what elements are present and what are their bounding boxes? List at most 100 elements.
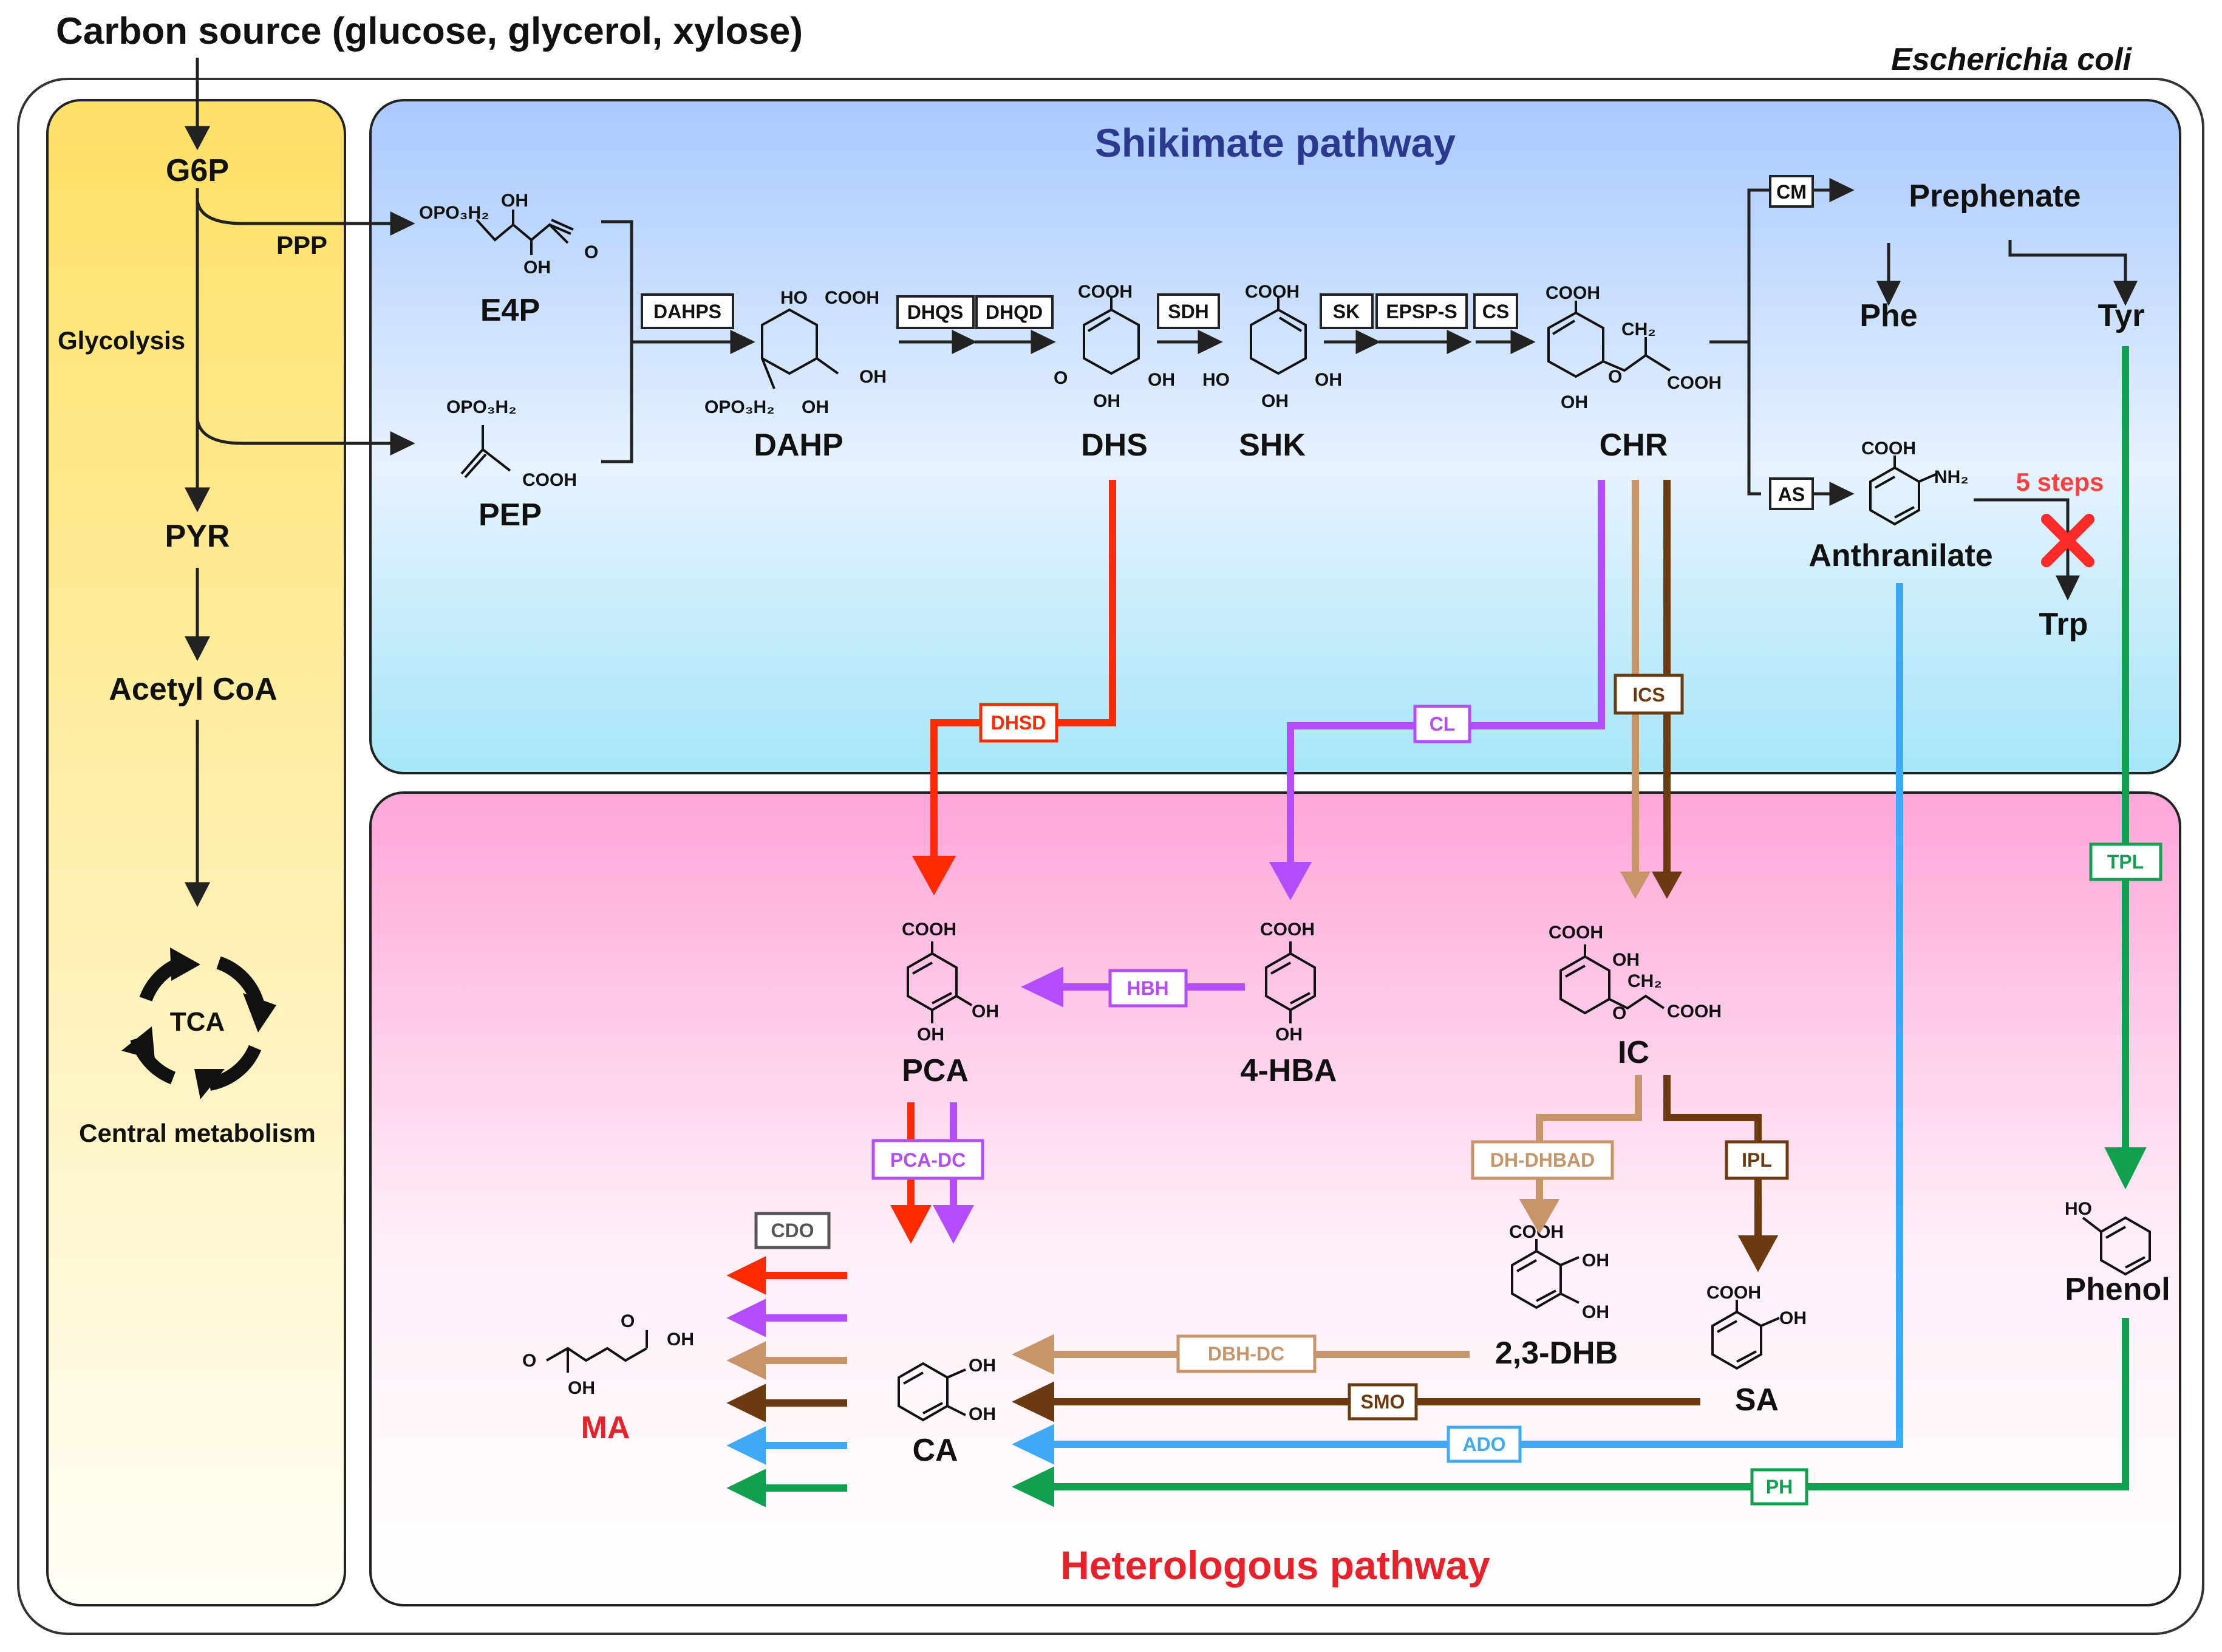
shikimate-arrows — [601, 178, 2138, 601]
atom-label: OH — [1779, 1308, 1807, 1328]
metabolite-tca: TCA — [170, 1007, 225, 1037]
enzyme-cm: CM — [1776, 181, 1807, 203]
atom-label: OH — [1093, 391, 1120, 411]
metabolite-ic: IC — [1618, 1035, 1649, 1070]
atom-label: O — [1608, 367, 1622, 387]
metabolite-dhs: DHS — [1081, 428, 1148, 463]
atom-label: CH₂ — [1627, 971, 1662, 991]
structure-atom-labels: OPO₃H₂ OH OH O OPO₃H₂ COOH HO COOH OH OP… — [419, 191, 2092, 1424]
metabolite-phenol: Phenol — [2065, 1272, 2170, 1307]
tca-arrowheads — [121, 947, 276, 1099]
atom-label: OH — [501, 191, 528, 211]
atom-label: COOH — [825, 288, 879, 308]
metabolite-sa: SA — [1735, 1382, 1779, 1418]
atom-label: NH₂ — [1934, 467, 1969, 487]
atom-label: CH₂ — [1621, 319, 1656, 340]
shikimate-panel — [369, 99, 2181, 774]
atom-label: COOH — [1667, 373, 1722, 393]
metabolite-anthranilate: Anthranilate — [1808, 538, 1992, 573]
metabolite-tyr: Tyr — [2098, 298, 2144, 333]
atom-label: OPO₃H₂ — [704, 397, 775, 417]
atom-label: COOH — [1706, 1283, 1761, 1303]
atom-label: OPO₃H₂ — [446, 397, 517, 417]
structure-e4p — [475, 219, 569, 244]
atom-label: OH — [523, 258, 551, 278]
enzyme-sk: SK — [1333, 301, 1360, 323]
atom-label: OH — [917, 1025, 944, 1045]
atom-label: OH — [972, 1002, 999, 1022]
metabolite-shk: SHK — [1239, 428, 1306, 463]
atom-label: O — [621, 1311, 635, 1331]
metabolite-pyr: PYR — [165, 519, 230, 554]
metabolite-ca: CA — [912, 1433, 958, 1468]
structure-chr — [1547, 311, 1604, 378]
label-ppp: PPP — [276, 231, 327, 259]
enzyme-dahps: DAHPS — [653, 301, 721, 323]
atom-label: COOH — [1260, 920, 1315, 940]
atom-label: OH — [1261, 391, 1289, 411]
enzyme-cdo: CDO — [771, 1220, 814, 1241]
metabolite-trp: Trp — [2039, 607, 2088, 642]
metabolite-pep: PEP — [479, 497, 542, 533]
molecule-structures — [460, 210, 2151, 1422]
atom-label: OH — [1561, 392, 1588, 412]
atom-label: OH — [969, 1356, 996, 1376]
carbon-source-title: Carbon source (glucose, glycerol, xylose… — [56, 10, 803, 52]
atom-label: O — [1054, 368, 1068, 388]
label-central-metabolism: Central metabolism — [79, 1119, 316, 1147]
metabolite-ma: MA — [581, 1410, 630, 1445]
shikimate-enzyme-labels: DAHPS DHQS DHQD SDH SK EPSP-S CS CM AS — [653, 181, 1807, 505]
atom-label: OH — [1275, 1025, 1303, 1045]
heterologous-title: Heterologous pathway — [1060, 1543, 1490, 1588]
metabolite-prephenate: Prephenate — [1909, 179, 2081, 214]
atom-label: OH — [667, 1329, 694, 1350]
atom-label: OH — [859, 367, 887, 387]
metabolite-23dhb: 2,3-DHB — [1495, 1336, 1618, 1371]
structure-dhs — [1083, 308, 1140, 375]
atom-label: COOH — [902, 920, 956, 940]
atom-label: COOH — [1549, 923, 1603, 943]
atom-label: HO — [2065, 1199, 2092, 1219]
structure-ic — [1559, 955, 1610, 1015]
atom-label: COOH — [1245, 282, 1300, 302]
heterologous-enzyme-labels: DHSD CL ICS TPL HBH PCA-DC DH-DHBAD IPL … — [771, 684, 2144, 1498]
enzyme-as: AS — [1778, 483, 1805, 505]
enzyme-hbh: HBH — [1126, 977, 1168, 999]
atom-label: OH — [1612, 950, 1640, 970]
atom-label: COOH — [1546, 283, 1600, 303]
metabolite-names: E4P PEP DAHP DHS SHK CHR Prephenate Phe … — [479, 179, 2170, 1468]
route-anthranilate-ca — [726, 583, 1903, 1465]
route-tyr-phenol-ca — [726, 346, 2147, 1507]
block-x-icon — [2041, 514, 2094, 567]
atom-label: OH — [1582, 1302, 1609, 1322]
metabolite-g6p: G6P — [166, 153, 229, 188]
structure-shk — [1250, 308, 1307, 375]
structure-ma — [546, 1347, 647, 1362]
enzyme-dhsd: DHSD — [991, 712, 1046, 734]
atom-label: OPO₃H₂ — [419, 203, 489, 223]
enzyme-pca-dc: PCA-DC — [890, 1149, 966, 1171]
structure-dahp — [761, 308, 818, 375]
enzyme-cl: CL — [1430, 713, 1456, 735]
enzyme-dh-dhbad: DH-DHBAD — [1490, 1149, 1595, 1171]
enzyme-dhqd: DHQD — [986, 301, 1043, 323]
heterologous-enzyme-boxes — [754, 674, 2162, 1506]
shikimate-enzyme-boxes — [641, 175, 1814, 510]
central-arrows — [184, 58, 415, 907]
atom-label: OH — [802, 397, 829, 417]
atom-label: OH — [1582, 1251, 1609, 1271]
label-glycolysis: Glycolysis — [58, 326, 185, 355]
shikimate-title: Shikimate pathway — [1095, 120, 1456, 165]
enzyme-ipl: IPL — [1742, 1149, 1772, 1171]
atom-label: COOH — [1861, 439, 1916, 459]
enzyme-smo: SMO — [1361, 1391, 1405, 1413]
atom-label: HO — [780, 288, 808, 308]
atom-label: O — [522, 1351, 536, 1371]
organism-label: Escherichia coli — [1891, 42, 2133, 77]
metabolite-e4p: E4P — [480, 293, 540, 328]
metabolite-dahp: DAHP — [754, 428, 843, 463]
atom-label: COOH — [1667, 1002, 1722, 1022]
atom-label: HO — [1202, 370, 1230, 390]
enzyme-ics: ICS — [1632, 684, 1665, 706]
